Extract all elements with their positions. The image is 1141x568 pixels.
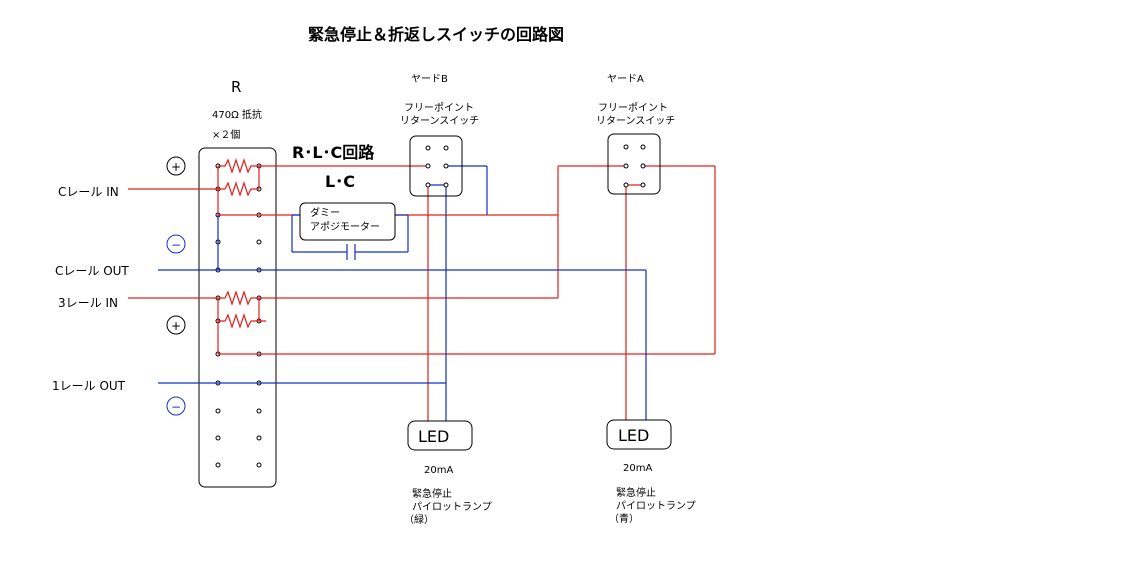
yard-b-current: 20mA xyxy=(424,465,453,476)
svg-text:+: + xyxy=(171,160,181,174)
terminal-dot xyxy=(256,239,262,245)
yard-a-note-line3: （青） xyxy=(609,512,639,525)
resistor-1 xyxy=(218,158,259,174)
yard-a-switch xyxy=(607,133,661,195)
yard-b-note-line2: パイロットランプ xyxy=(412,501,492,513)
diagram-title: 緊急停止＆折返しスイッチの回路図 xyxy=(308,25,564,44)
yard-a-label: ヤードA xyxy=(607,74,644,85)
yard-b-switch xyxy=(409,135,463,197)
yard-b-note-line3: （緑） xyxy=(404,513,434,526)
minus-symbol-1: − xyxy=(166,234,186,254)
yard-b-note-line1: 緊急停止 xyxy=(412,487,452,500)
terminal-dot xyxy=(215,408,221,414)
yard-b-label: ヤードB xyxy=(411,74,448,85)
label-c-rail-in: Cレール IN xyxy=(58,185,119,199)
terminal-dots xyxy=(215,163,262,468)
terminal-dot xyxy=(256,408,262,414)
resistor-spec-line2: ×２個 xyxy=(212,128,240,141)
svg-text:LED: LED xyxy=(618,426,649,445)
resistor-spec-line1: 470Ω 抵抗 xyxy=(212,108,262,121)
terminal-dot xyxy=(215,462,221,468)
plus-symbol-1: + xyxy=(166,156,186,176)
svg-text:アポジモーター: アポジモーター xyxy=(310,221,380,233)
resistor-2 xyxy=(218,181,259,197)
dummy-apogee-motor: ダミー アポジモーター xyxy=(299,202,396,241)
terminal-dot xyxy=(256,462,262,468)
yard-a-current: 20mA xyxy=(623,463,652,474)
yard-a-switch-line1: フリーポイント xyxy=(598,102,668,114)
resistor-label: R xyxy=(231,78,241,96)
terminal-dot xyxy=(256,435,262,441)
red-wires xyxy=(128,165,716,422)
yard-a-led: LED xyxy=(606,419,672,450)
rlc-circuit-label: R･L･C回路 xyxy=(292,143,375,162)
lc-label: L･C xyxy=(325,172,355,191)
resistor-4 xyxy=(218,313,266,329)
svg-text:+: + xyxy=(171,319,181,333)
label-1-rail-out: 1レール OUT xyxy=(52,379,126,393)
svg-text:−: − xyxy=(171,238,181,252)
yard-a-switch-line2: リターンスイッチ xyxy=(596,115,675,127)
svg-text:LED: LED xyxy=(418,427,449,446)
minus-symbol-2: − xyxy=(166,396,186,416)
terminal-board xyxy=(198,147,277,488)
yard-a-note-line1: 緊急停止 xyxy=(616,486,656,499)
yard-a-note-line2: パイロットランプ xyxy=(616,500,696,512)
resistor-3 xyxy=(218,290,259,306)
svg-text:ダミー: ダミー xyxy=(310,206,340,219)
label-3-rail-in: 3レール IN xyxy=(58,296,118,310)
yard-b-led: LED xyxy=(407,420,473,451)
plus-symbol-2: + xyxy=(166,315,186,335)
blue-wires xyxy=(158,165,647,422)
yard-b-switch-line2: リターンスイッチ xyxy=(400,115,479,127)
svg-text:−: − xyxy=(171,400,181,414)
label-c-rail-out: Cレール OUT xyxy=(55,264,129,278)
terminal-dot xyxy=(215,435,221,441)
yard-b-switch-line1: フリーポイント xyxy=(404,102,474,114)
